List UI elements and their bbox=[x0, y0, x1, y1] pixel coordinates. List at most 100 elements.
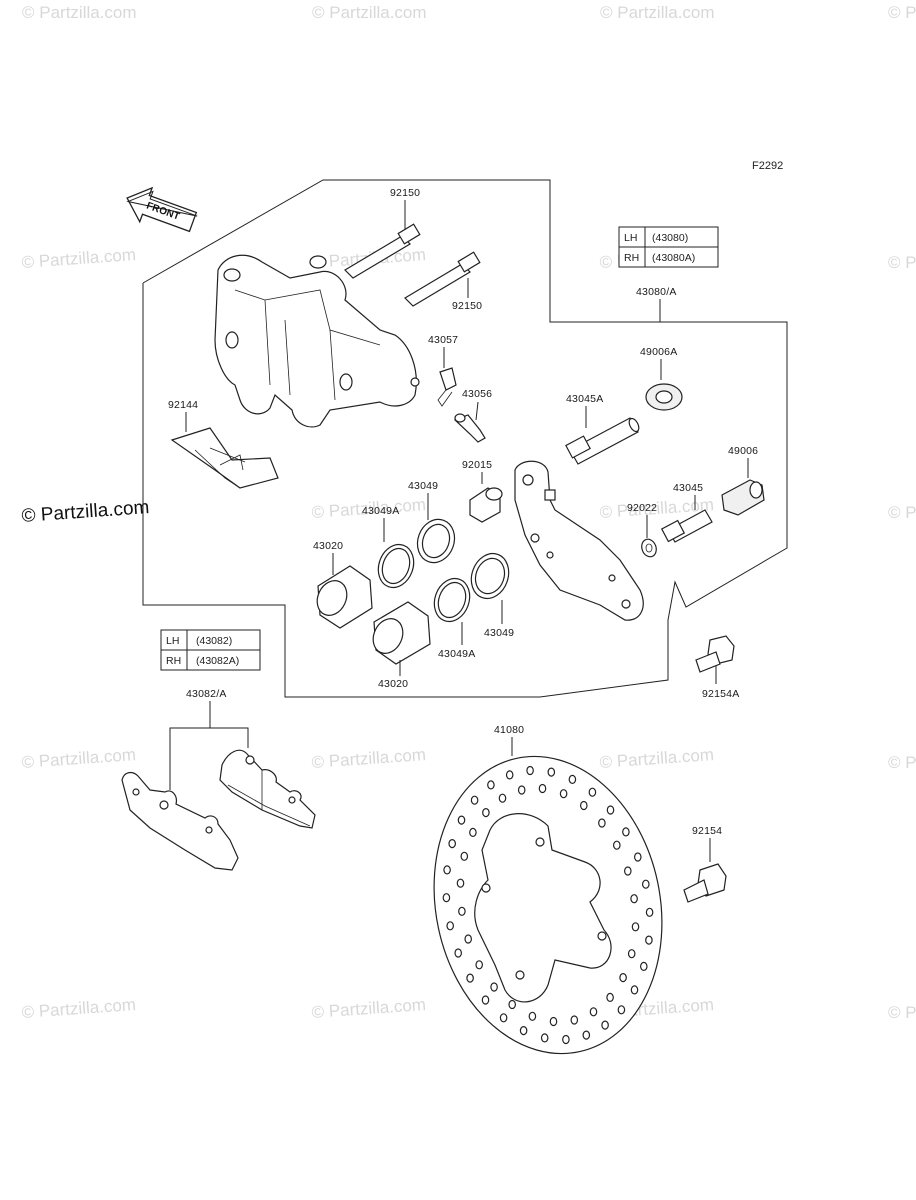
callout-92150-bottom: 92150 bbox=[452, 300, 482, 312]
disc-hole bbox=[633, 852, 642, 862]
disc-hole bbox=[582, 1030, 591, 1040]
disc-hole bbox=[448, 838, 457, 849]
seal-43049-bottom bbox=[470, 552, 510, 600]
piston-43020-bottom bbox=[372, 601, 431, 665]
disc-hole bbox=[639, 961, 648, 972]
disc-hole bbox=[458, 906, 466, 916]
watermark: © Partzilla.com bbox=[311, 745, 427, 772]
disc-hole bbox=[538, 783, 547, 794]
pads-rh-label: RH bbox=[166, 655, 181, 667]
pads-side-table: LH (43082) RH (43082A) bbox=[160, 629, 261, 671]
disc-hole bbox=[540, 1033, 549, 1043]
boot-49006 bbox=[721, 479, 765, 516]
piston-43020-top bbox=[316, 565, 373, 629]
brake-pad-left bbox=[121, 771, 239, 871]
caliper-body bbox=[214, 254, 420, 428]
callout-43080A: 43080/A bbox=[636, 286, 677, 298]
callout-92015: 92015 bbox=[462, 459, 492, 471]
caliper-lh-part: (43080) bbox=[652, 232, 688, 244]
disc-hole bbox=[470, 795, 479, 805]
watermark: © Partzilla.com bbox=[600, 3, 715, 22]
callout-92022: 92022 bbox=[627, 502, 657, 514]
disc-hole bbox=[446, 921, 455, 931]
seal-43049A-bottom bbox=[433, 577, 471, 623]
disc-hole bbox=[598, 818, 606, 828]
callout-43020-bottom: 43020 bbox=[378, 678, 408, 690]
disc-hole bbox=[631, 922, 640, 932]
callout-43020-top: 43020 bbox=[313, 540, 343, 552]
disc-hole bbox=[490, 982, 498, 992]
watermark: © Partzilla.com bbox=[21, 745, 137, 772]
disc-hole bbox=[617, 1005, 626, 1015]
disc-hole bbox=[519, 1025, 528, 1036]
disc-hole bbox=[601, 1020, 609, 1030]
disc-hole bbox=[456, 878, 465, 888]
watermark: © Partzilla.com bbox=[21, 245, 137, 272]
disc-hole bbox=[645, 907, 654, 917]
sleeve-92015 bbox=[469, 487, 503, 523]
disc-hole bbox=[466, 973, 474, 983]
disc-hole bbox=[526, 765, 534, 776]
caliper-bracket bbox=[514, 460, 644, 621]
pad-spring-92144 bbox=[170, 427, 279, 489]
callout-43082A: 43082/A bbox=[186, 688, 227, 700]
pads-lh-label: LH bbox=[166, 635, 179, 647]
disc-hole bbox=[641, 879, 650, 889]
watermark-main: © Partzilla.com bbox=[21, 497, 150, 527]
disc-hole bbox=[579, 800, 588, 811]
disc-hole bbox=[469, 827, 477, 838]
front-arrow-icon bbox=[126, 186, 198, 233]
disc-hole bbox=[508, 999, 517, 1010]
bolt-92154 bbox=[683, 863, 727, 903]
disc-hole bbox=[460, 851, 469, 861]
watermark: © Partzilla.com bbox=[311, 995, 427, 1022]
disc-hole bbox=[622, 827, 630, 837]
disc-hole bbox=[606, 805, 615, 815]
disc-hole bbox=[517, 785, 526, 795]
pin-92150-top bbox=[344, 223, 421, 279]
callout-49006A: 49006A bbox=[640, 346, 677, 358]
callout-43045: 43045 bbox=[673, 482, 703, 494]
seal-43049-top bbox=[416, 518, 456, 564]
disc-hole bbox=[482, 807, 490, 818]
caliper-assembly-outline bbox=[142, 179, 788, 698]
disc-hole bbox=[505, 770, 514, 780]
callout-43045A: 43045A bbox=[566, 393, 603, 405]
bolt-92154A bbox=[695, 635, 735, 673]
callout-43049A-top: 43049A bbox=[362, 505, 399, 517]
disc-hole bbox=[457, 815, 466, 825]
disc-hole bbox=[623, 866, 632, 876]
watermark: © Partzilla.com bbox=[888, 503, 916, 522]
disc-hole bbox=[499, 1013, 508, 1023]
watermark: © Partzilla.com bbox=[888, 1003, 916, 1022]
callout-92150-top: 92150 bbox=[390, 187, 420, 199]
washer-92022 bbox=[641, 538, 657, 558]
disc-hole bbox=[528, 1011, 537, 1021]
disc-hole bbox=[475, 960, 484, 970]
pads-rh-part: (43082A) bbox=[196, 655, 239, 667]
disc-hole bbox=[559, 789, 568, 799]
disc-hole bbox=[612, 840, 621, 850]
watermark: © Partzilla.com bbox=[599, 745, 715, 772]
disc-hole bbox=[630, 894, 638, 904]
disc-holes bbox=[442, 765, 654, 1045]
watermark: © Partzilla.com bbox=[888, 3, 916, 22]
callout-43056: 43056 bbox=[462, 388, 492, 400]
watermark: © Partzilla.com bbox=[888, 753, 916, 772]
disc-hole bbox=[568, 774, 577, 785]
watermark: © Partzilla.com bbox=[888, 253, 916, 272]
watermark: © Partzilla.com bbox=[21, 995, 137, 1022]
disc-hole bbox=[547, 767, 556, 777]
disc-hole bbox=[562, 1034, 570, 1045]
disc-hole bbox=[619, 972, 627, 983]
brake-disc-41080 bbox=[433, 755, 663, 1055]
disc-hole bbox=[487, 780, 495, 790]
disc-hole bbox=[630, 985, 639, 995]
brake-pad-right bbox=[219, 749, 316, 829]
callout-43057: 43057 bbox=[428, 334, 458, 346]
callout-92144: 92144 bbox=[168, 399, 198, 411]
pin-92150-bottom bbox=[404, 251, 481, 307]
disc-hole bbox=[481, 995, 490, 1005]
caliper-lh-label: LH bbox=[624, 232, 637, 244]
